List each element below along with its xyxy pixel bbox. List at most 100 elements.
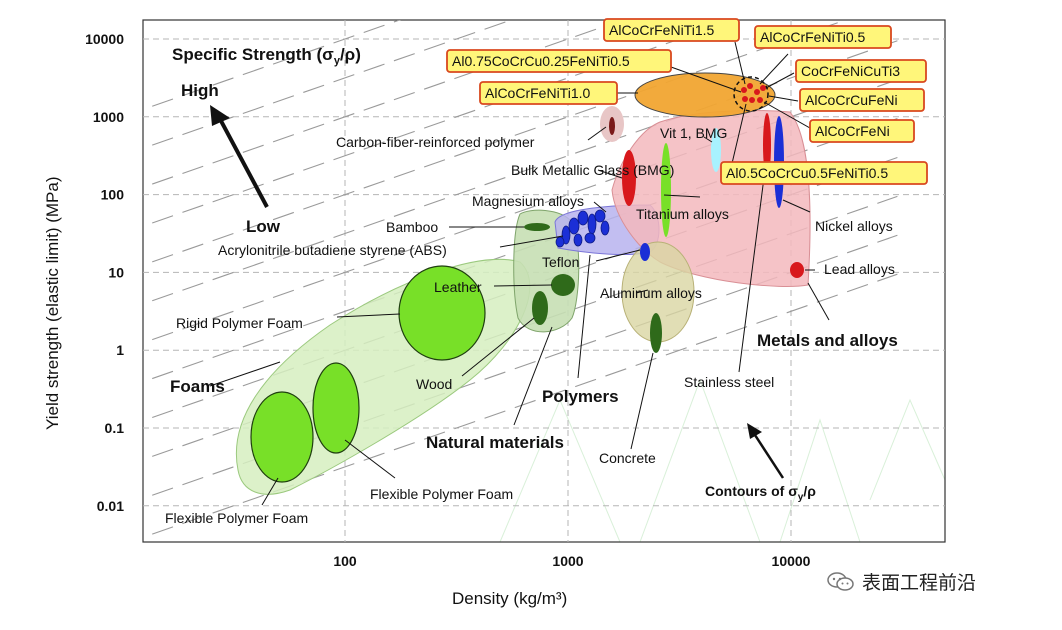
contour-line (143, 20, 513, 149)
label-rigid-foam: Rigid Polymer Foam (176, 315, 303, 331)
header-main: Specific Strength (σ (172, 45, 334, 64)
label-bmg: Bulk Metallic Glass (BMG) (511, 162, 674, 178)
label-nickel: Nickel alloys (815, 218, 893, 234)
hea-text: Al0.75CoCrCu0.25FeNiTi0.5 (452, 53, 630, 69)
watermark-text: 表面工程前沿 (862, 572, 977, 594)
plot-frame (142, 19, 946, 543)
hea-label-4: CoCrFeNiCuTi3 (795, 59, 927, 83)
x-tick-label: 100 (333, 553, 357, 569)
hea-label-6: AlCoCrCuFeNi (799, 88, 925, 112)
hea-box (446, 49, 672, 73)
footer-sub: y (798, 492, 804, 503)
bmg-mark (622, 150, 636, 206)
label-flexible-foam-2: Flexible Polymer Foam (370, 486, 513, 502)
hea-label-1: AlCoCrFeNiTi1.5 (603, 18, 740, 42)
wechat-icon (827, 571, 854, 591)
hea-box (720, 161, 928, 185)
hea-point (760, 85, 766, 91)
contours-label: Contours of σy/ρ (705, 483, 816, 503)
high-entropy-alloys-region (634, 72, 776, 118)
hea-text: AlCoCrFeNiTi0.5 (760, 29, 865, 45)
polymer-mark (573, 233, 583, 247)
polymer-mark (561, 225, 571, 245)
specific-strength-header: Specific Strength (σy/ρ) (172, 45, 361, 67)
label-aluminum: Aluminum alloys (600, 285, 702, 301)
footer-tail: /ρ (803, 483, 816, 499)
header-sub: y (334, 55, 341, 67)
x-tick-label: 10000 (772, 553, 811, 569)
hea-text: Al0.5CoCrCu0.5FeNiTi0.5 (726, 165, 888, 181)
hea-box (479, 81, 618, 105)
hea-text: AlCoCrFeNi (815, 123, 890, 139)
contour-line (143, 20, 736, 227)
polymer-mark (594, 209, 606, 223)
hea-labels: AlCoCrFeNiTi1.5 AlCoCrFeNiTi0.5 Al0.75Co… (446, 18, 928, 185)
aluminum-mark (640, 243, 650, 261)
class-label-metals: Metals and alloys (757, 331, 898, 350)
hea-text: AlCoCrCuFeNi (805, 92, 898, 108)
x-axis-title: Density (kg/m³) (452, 589, 567, 608)
hea-box (603, 18, 740, 42)
label-lead: Lead alloys (824, 261, 895, 277)
arrow-contours (747, 423, 785, 479)
hea-outline (733, 76, 769, 112)
hea-cluster (733, 76, 769, 112)
label-wood: Wood (416, 376, 452, 392)
vit1-mark (711, 128, 721, 172)
label-cfrp: Carbon-fiber-reinforced polymer (336, 134, 535, 150)
hea-point (754, 89, 760, 95)
label-titanium: Titanium alloys (636, 206, 729, 222)
hea-point (742, 96, 748, 102)
hea-box (799, 88, 925, 112)
material-labels: Flexible Polymer Foam Flexible Polymer F… (165, 125, 895, 526)
footer-main: Contours of σ (705, 483, 798, 499)
label-teflon: Teflon (542, 254, 579, 270)
label-leather: Leather (434, 279, 482, 295)
polymer-mark (555, 236, 565, 248)
y-tick-label: 1 (116, 342, 124, 358)
hea-point (757, 97, 763, 103)
hea-point (747, 83, 753, 89)
titanium-mark (661, 143, 671, 237)
label-flexible-foam-1: Flexible Polymer Foam (165, 510, 308, 526)
hea-label-3: Al0.75CoCrCu0.25FeNiTi0.5 (446, 49, 672, 73)
hea-point (749, 97, 755, 103)
hea-box (754, 25, 892, 49)
polymer-mark (584, 232, 596, 244)
arrow-low-to-high (210, 105, 269, 208)
y-tick-label: 1000 (93, 109, 124, 125)
hea-label-8: Al0.5CoCrCu0.5FeNiTi0.5 (720, 161, 928, 185)
class-label-natural: Natural materials (426, 433, 564, 452)
background-watermark (499, 378, 946, 543)
polymer-cluster (555, 209, 610, 248)
polymer-mark (577, 210, 589, 226)
label-concrete: Concrete (599, 450, 656, 466)
label-magnesium: Magnesium alloys (472, 193, 584, 209)
contour-line (143, 273, 898, 538)
label-abs: Acrylonitrile butadiene styrene (ABS) (218, 242, 447, 258)
class-label-polymers: Polymers (542, 387, 619, 406)
y-tick-label: 10000 (85, 31, 124, 47)
y-tick-label: 0.1 (105, 420, 125, 436)
y-tick-label: 10 (108, 264, 124, 280)
bamboo-mark (524, 223, 550, 231)
hea-text: AlCoCrFeNiTi1.0 (485, 85, 590, 101)
hea-point (741, 87, 747, 93)
wood-mark (532, 291, 548, 325)
polymer-mark (568, 217, 580, 235)
lead-mark (790, 262, 804, 278)
watermark: 表面工程前沿 (826, 568, 976, 595)
leader-lines (209, 41, 830, 506)
hea-label-2: AlCoCrFeNiTi0.5 (754, 25, 892, 49)
flexible-foam-low-mark (250, 391, 314, 483)
high-label: High (181, 81, 219, 100)
hea-box (809, 119, 915, 143)
concrete-mark (650, 313, 662, 353)
leather-mark (551, 274, 575, 296)
rigid-foam-mark (398, 265, 486, 361)
hea-label-5: AlCoCrFeNiTi1.0 (479, 81, 618, 105)
cfrp-core-mark (609, 117, 615, 135)
hea-text: CoCrFeNiCuTi3 (801, 63, 900, 79)
